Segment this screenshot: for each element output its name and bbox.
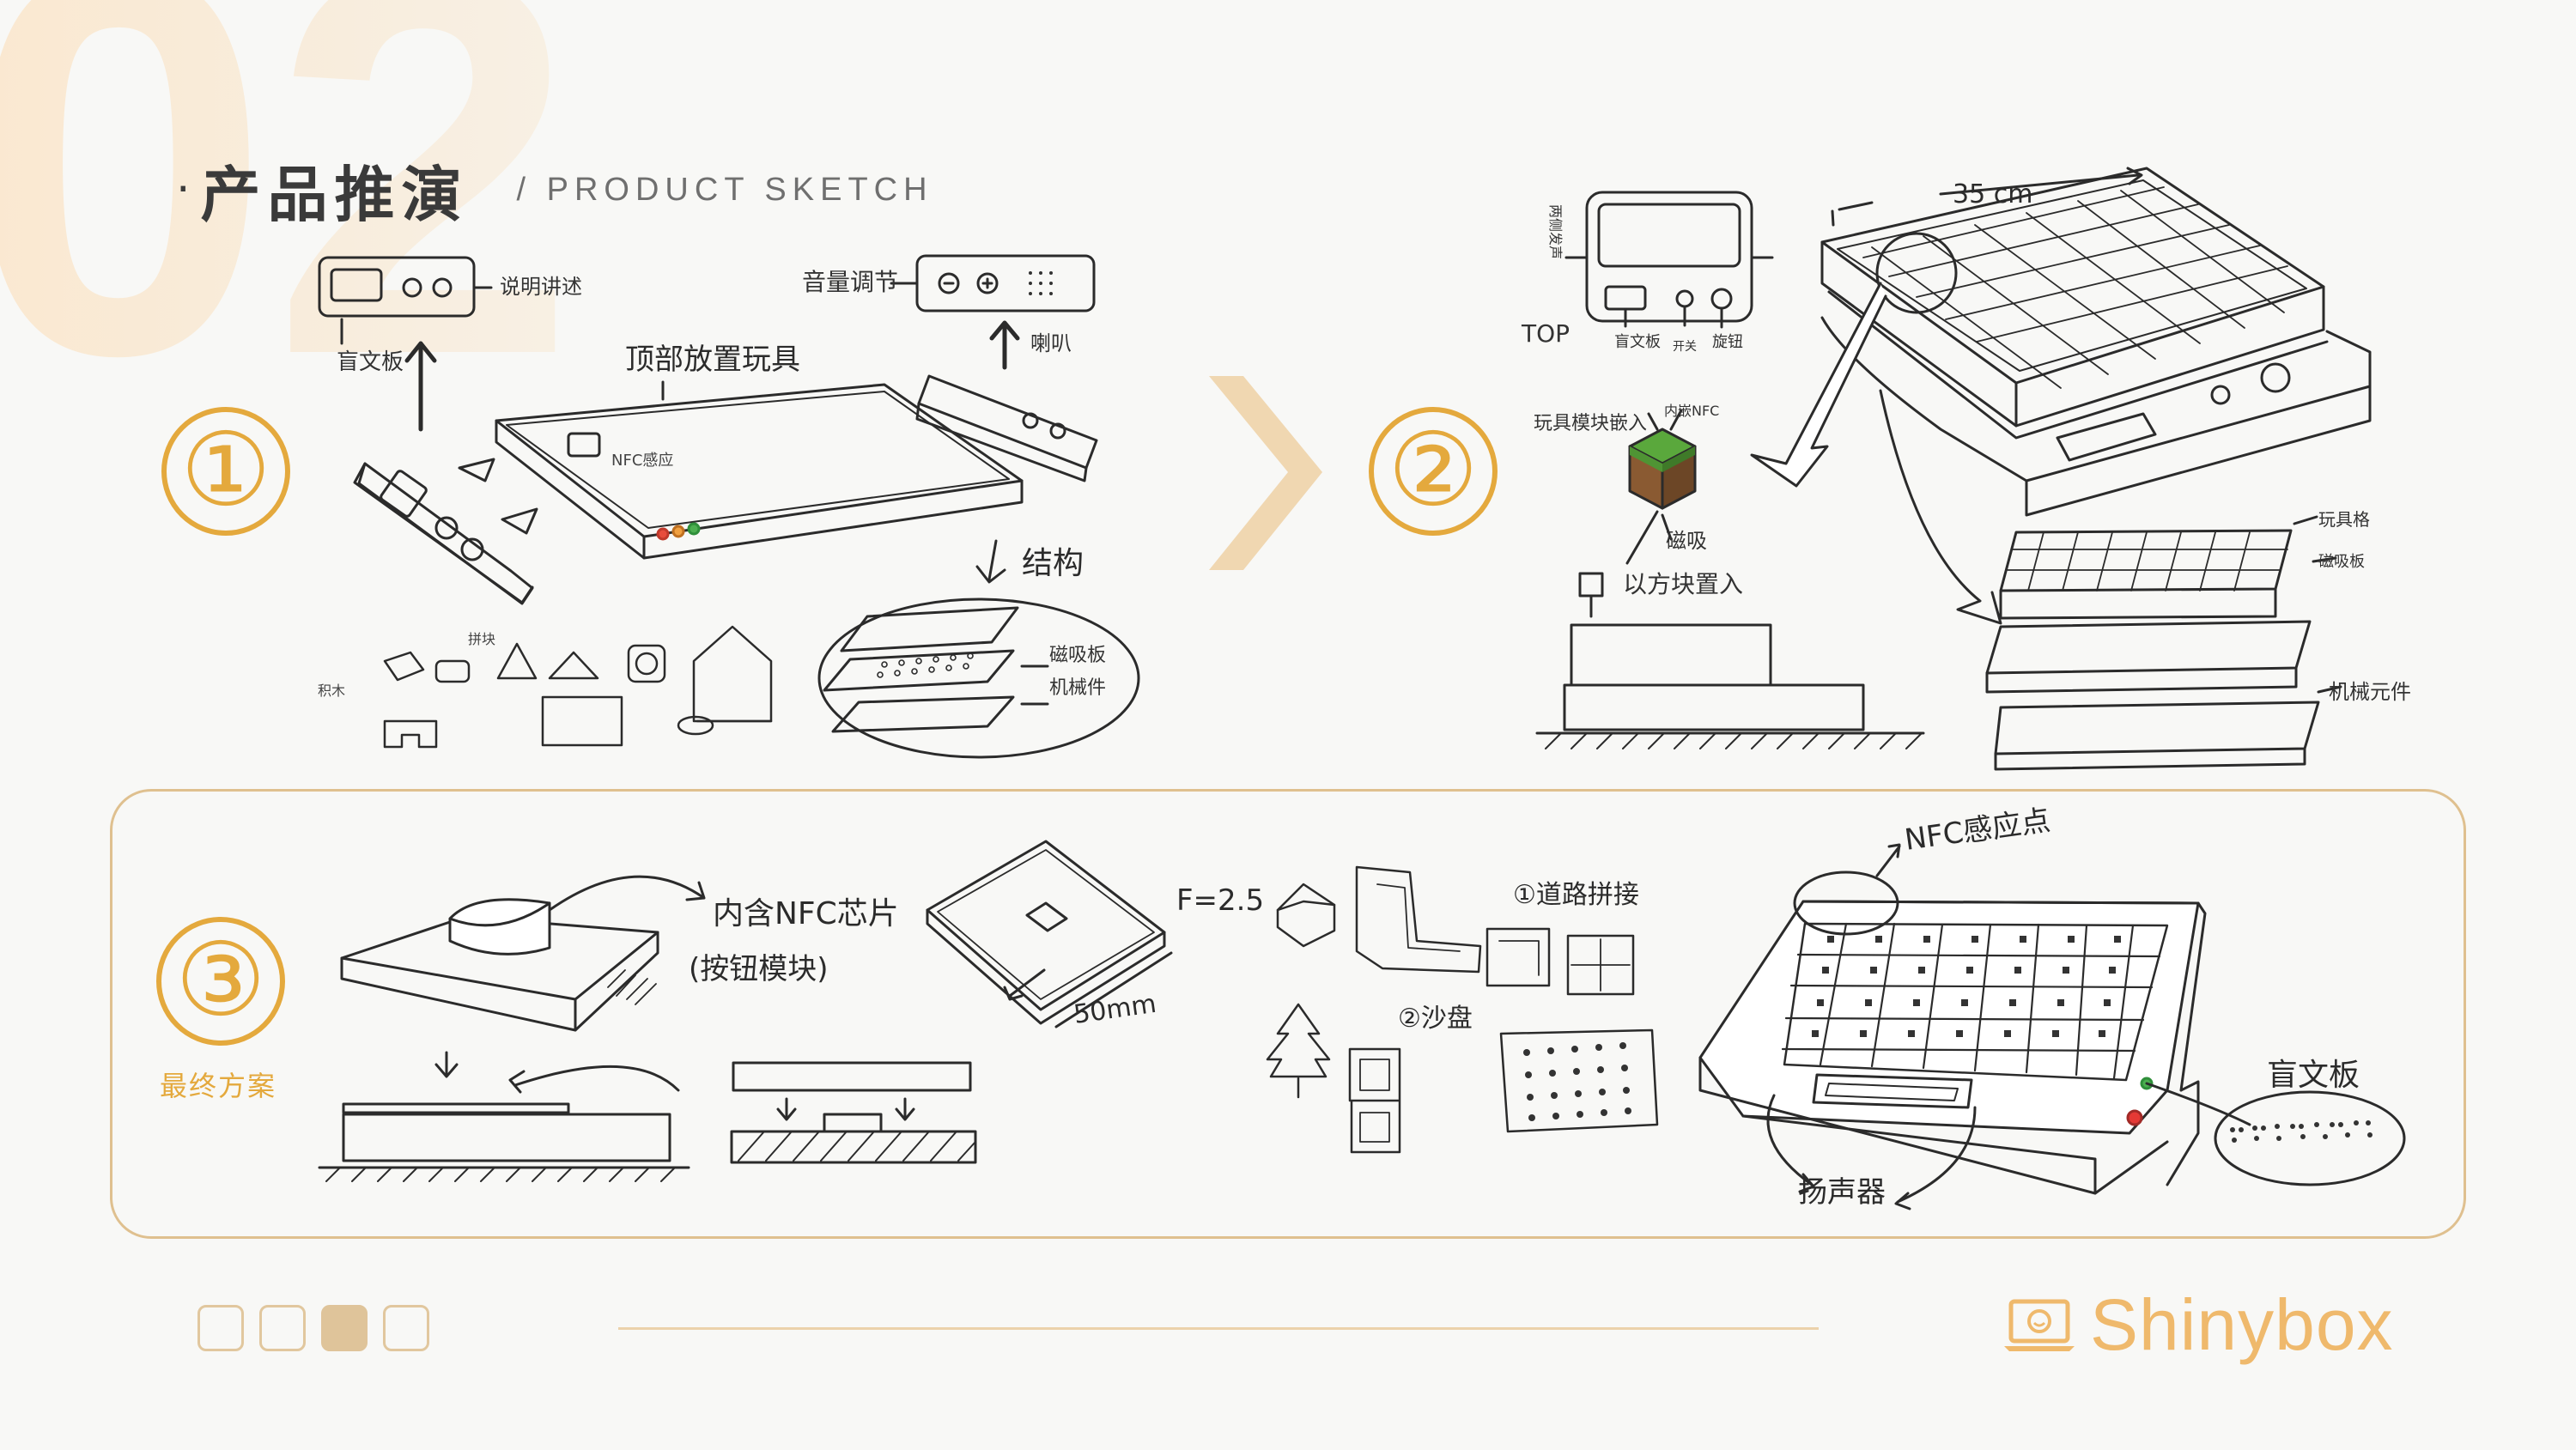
page-progress bbox=[197, 1305, 429, 1351]
note-magnet-layer: 磁吸板 bbox=[1049, 645, 1106, 666]
sketch-3: 内含NFC芯片 (按钮模块) F=2.5 bbox=[318, 804, 2406, 1210]
note-nfc-point: NFC感应点 bbox=[1903, 804, 2053, 858]
note-toy-b: 拼块 bbox=[468, 631, 495, 647]
title-en: / PRODUCT SKETCH bbox=[516, 171, 933, 208]
laptop-logo-icon bbox=[2004, 1299, 2075, 1351]
note-dimension: 35 cm bbox=[1953, 179, 2032, 209]
note-braille-2: 盲文板 bbox=[1614, 333, 1661, 351]
step-2-number: ② bbox=[1369, 407, 1498, 536]
title-bullet: · bbox=[176, 164, 191, 215]
progress-step-2 bbox=[259, 1305, 306, 1351]
note-side-sound: 两侧发声 bbox=[1547, 204, 1564, 259]
structure-callout-sketch bbox=[817, 539, 1140, 759]
note-magnet: 磁吸 bbox=[1666, 529, 1707, 553]
note-speaker: 喇叭 bbox=[1030, 331, 1072, 355]
note-braille-3: 盲文板 bbox=[2267, 1058, 2360, 1093]
note-knob: 旋钮 bbox=[1712, 333, 1743, 351]
exploded-layers-sketch bbox=[1985, 515, 2342, 771]
next-chevron-icon bbox=[1209, 376, 1322, 570]
page-title: · 产品推演 / PRODUCT SKETCH bbox=[176, 151, 933, 230]
footer-divider bbox=[618, 1327, 1819, 1330]
note-road: ①道路拼接 bbox=[1513, 880, 1639, 910]
note-square: 以方块置入 bbox=[1623, 570, 1743, 598]
title-cn: 产品推演 bbox=[200, 159, 469, 230]
note-nfc-embed: 内嵌NFC bbox=[1664, 403, 1719, 419]
brand-name: Shinybox bbox=[2090, 1284, 2394, 1365]
note-mechanical-layer: 机械件 bbox=[1049, 677, 1106, 699]
note-speaker-3: 扬声器 bbox=[1798, 1175, 1886, 1210]
sandbox-toys-sketch bbox=[1266, 1003, 1659, 1154]
progress-step-3 bbox=[321, 1305, 368, 1351]
sketch-2: TOP 盲文板 开关 旋钮 两侧发声 bbox=[1521, 167, 2411, 771]
road-tiles-sketch bbox=[1276, 865, 1635, 996]
section-number-deco: 02 bbox=[0, 0, 577, 446]
step-3-label: 最终方案 bbox=[160, 1070, 277, 1102]
button-section-sketch bbox=[730, 1061, 977, 1164]
note-layer-bottom: 机械元件 bbox=[2329, 680, 2411, 704]
final-plan-panel bbox=[110, 789, 2466, 1239]
nfc-plate-sketch bbox=[340, 875, 706, 1032]
note-switch: 开关 bbox=[1673, 340, 1697, 354]
note-nfc: NFC感应 bbox=[611, 452, 673, 470]
device-grid-sketch bbox=[1750, 167, 2372, 625]
remote-right-sketch bbox=[915, 374, 1098, 482]
note-layer-top: 玩具格 bbox=[2318, 509, 2370, 530]
progress-step-4 bbox=[383, 1305, 429, 1351]
progress-step-1 bbox=[197, 1305, 244, 1351]
note-braille-panel: 盲文板 bbox=[337, 349, 404, 375]
note-sandbox: ②沙盘 bbox=[1398, 1004, 1473, 1034]
note-top-toys: 顶部放置玩具 bbox=[625, 343, 800, 377]
arrow-hint bbox=[458, 458, 538, 535]
note-structure: 结构 bbox=[1022, 546, 1084, 581]
section-number: 02 bbox=[0, 0, 577, 446]
note-button-module: (按钮模块) bbox=[689, 952, 829, 986]
slab-sketch bbox=[318, 1051, 690, 1182]
sketch-1: 说明讲述 盲文板 顶部放置玩具 bbox=[318, 254, 1140, 759]
final-device-sketch bbox=[1698, 843, 2406, 1210]
step-1-number: ① bbox=[161, 407, 290, 536]
top-view-sketch bbox=[1564, 191, 1774, 329]
note-toy-embed: 玩具模块嵌入 bbox=[1534, 413, 1647, 434]
note-top: TOP bbox=[1521, 319, 1570, 348]
note-instruction: 说明讲述 bbox=[500, 275, 582, 299]
note-layer-mid: 磁吸板 bbox=[2318, 553, 2365, 571]
braille-panel-sketch bbox=[318, 256, 493, 432]
step-3-number: ③ bbox=[156, 917, 285, 1046]
volume-panel-sketch bbox=[890, 254, 1096, 370]
note-nfc-chip: 内含NFC芯片 bbox=[713, 896, 899, 931]
tablet-sketch bbox=[495, 383, 1024, 560]
toy-block-sketch bbox=[1535, 409, 1925, 749]
small-toys-sketch bbox=[383, 625, 773, 749]
tile-sketch bbox=[926, 840, 1173, 1028]
note-toy-a: 积木 bbox=[318, 683, 345, 699]
brand: Shinybox bbox=[2001, 1283, 2394, 1367]
note-volume: 音量调节 bbox=[802, 268, 898, 296]
remote-left-sketch bbox=[353, 462, 534, 605]
note-radius: F=2.5 bbox=[1176, 883, 1264, 918]
